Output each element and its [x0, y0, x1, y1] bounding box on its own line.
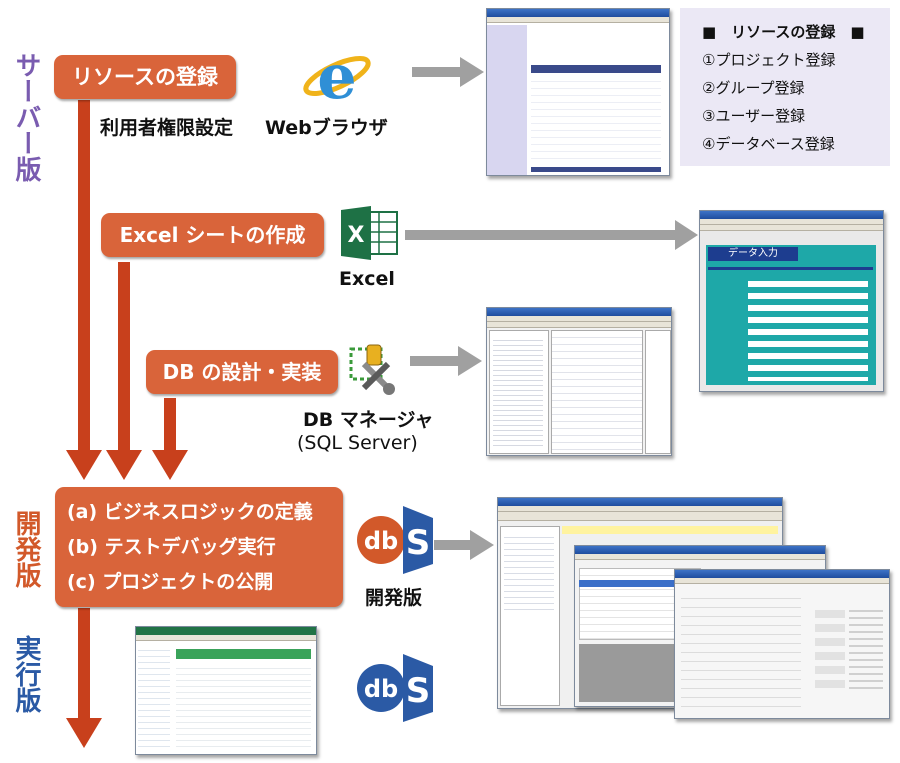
dbs-runtime-logo: db S — [357, 654, 433, 722]
resource-list-item: ③ユーザー登録 — [702, 107, 806, 125]
resource-registration-label: リソースの登録 — [72, 65, 218, 89]
db-manager-icon — [349, 344, 395, 395]
resource-list-item: ④データベース登録 — [702, 135, 835, 153]
svg-text:db: db — [364, 527, 398, 555]
dev-step-item: (b) テストデバッグ実行 — [67, 536, 276, 558]
excel-form-title: データ入力 — [708, 247, 798, 261]
db-design-label: DB の設計・実装 — [162, 360, 322, 384]
runtime-screenshot — [135, 626, 317, 755]
resource-list-item: ①プロジェクト登録 — [702, 51, 836, 69]
sql-manager-screenshot — [486, 307, 672, 456]
db-manager-caption-sub: (SQL Server) — [297, 432, 418, 454]
resource-list-item: ②グループ登録 — [702, 79, 805, 97]
server-version-label: サーバー版 — [11, 52, 41, 182]
dev-steps-box: (a) ビジネスロジックの定義 (b) テストデバッグ実行 (c) プロジェクト… — [55, 487, 343, 607]
svg-text:e: e — [317, 40, 356, 112]
svg-text:S: S — [406, 671, 431, 711]
excel-form-screenshot: データ入力 — [699, 210, 884, 392]
svg-text:S: S — [406, 523, 431, 563]
dev-settings-dialog-screenshot — [674, 569, 890, 719]
excel-sheet-label: Excel シートの作成 — [119, 223, 306, 247]
svg-text:db: db — [364, 675, 398, 703]
runtime-version-label: 実行版 — [11, 635, 41, 713]
dev-step-item: (a) ビジネスロジックの定義 — [67, 501, 313, 523]
resource-list-title: ■ リソースの登録 ■ — [702, 23, 865, 41]
db-design-box: DB の設計・実装 — [146, 350, 338, 394]
resource-registration-box: リソースの登録 — [54, 55, 236, 99]
svg-text:X: X — [348, 223, 365, 248]
web-admin-screenshot — [486, 8, 670, 176]
resource-list-panel: ■ リソースの登録 ■ ①プロジェクト登録 ②グループ登録 ③ユーザー登録 ④デ… — [680, 8, 890, 166]
excel-sheet-box: Excel シートの作成 — [101, 213, 324, 257]
ie-browser-icon: e — [303, 40, 371, 112]
dev-version-label: 開発版 — [11, 510, 41, 588]
browser-caption: Webブラウザ — [265, 117, 388, 139]
dev-step-item: (c) プロジェクトの公開 — [67, 571, 274, 593]
excel-icon: X — [341, 206, 398, 260]
permission-caption: 利用者権限設定 — [100, 117, 234, 139]
db-manager-caption: DB マネージャ — [303, 409, 434, 431]
dbs-dev-logo: db S — [357, 506, 433, 574]
excel-caption: Excel — [339, 268, 395, 290]
dev-version-caption: 開発版 — [365, 587, 423, 609]
